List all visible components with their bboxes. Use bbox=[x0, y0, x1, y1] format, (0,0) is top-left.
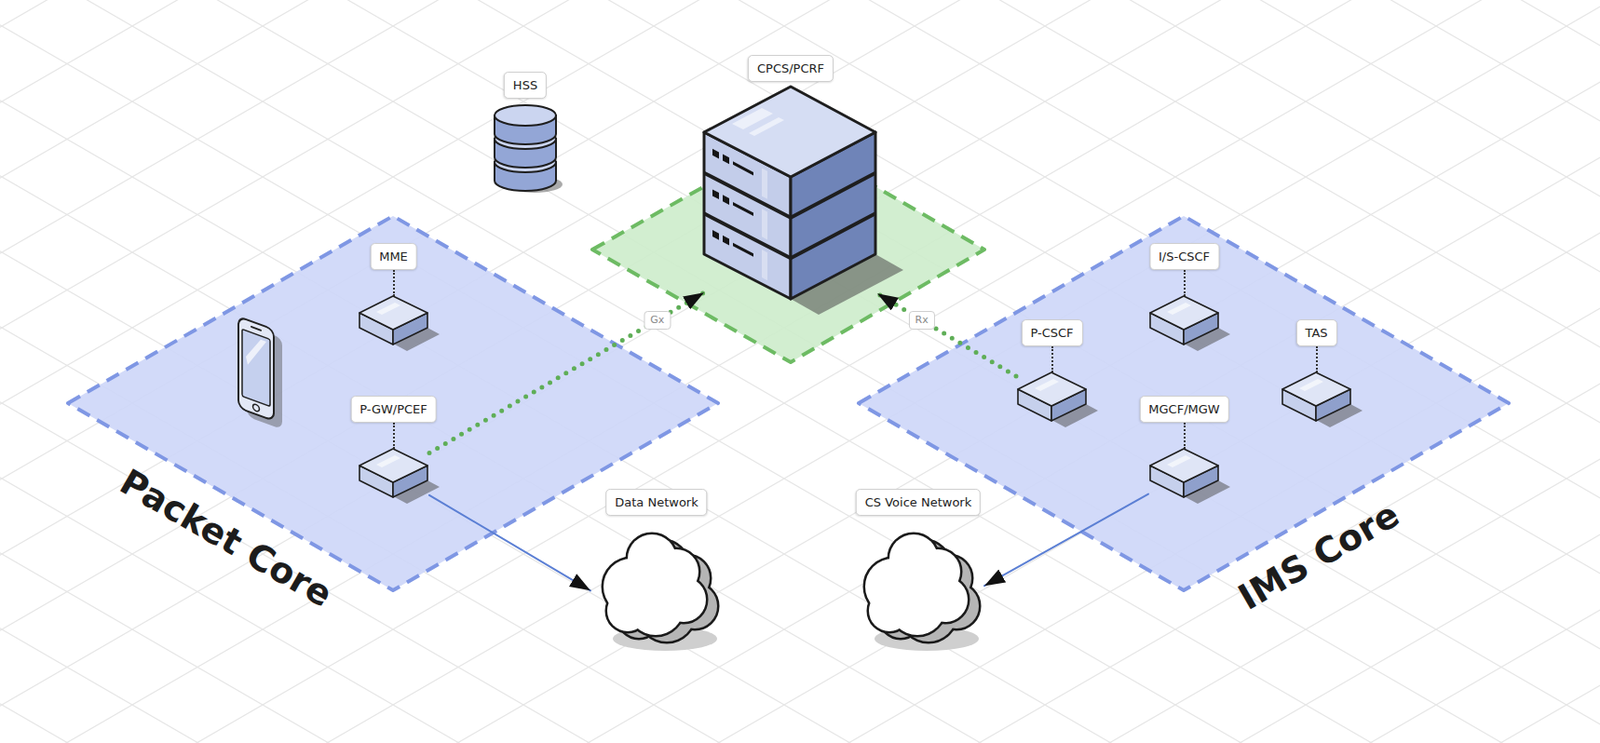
network-function: MGCF/MGW bbox=[1148, 446, 1221, 502]
node-label: P-GW/PCEF bbox=[350, 395, 437, 423]
leader-line bbox=[393, 422, 395, 449]
interface-label: Gx bbox=[643, 311, 671, 330]
box-top bbox=[1150, 296, 1219, 330]
vent bbox=[732, 243, 754, 258]
network-link bbox=[429, 495, 591, 592]
network-cloud: Data Network bbox=[590, 514, 723, 654]
mobile-phone bbox=[238, 316, 283, 430]
shape-outline bbox=[704, 86, 878, 301]
node-label: P-CSCF bbox=[1020, 319, 1083, 347]
db-disk-top bbox=[494, 105, 556, 126]
shape-outline bbox=[1148, 293, 1221, 350]
leader-line bbox=[1183, 270, 1186, 297]
server-stack: CPCS/PCRF bbox=[704, 86, 878, 301]
box-glare bbox=[376, 302, 401, 315]
box-glare bbox=[1166, 302, 1192, 315]
vent bbox=[732, 161, 754, 176]
box-top bbox=[1282, 372, 1351, 407]
shape-outline bbox=[357, 446, 430, 502]
box-glare bbox=[1299, 379, 1324, 392]
zone-outline bbox=[67, 216, 719, 591]
cloud-puff bbox=[868, 590, 910, 632]
cloud-puff bbox=[607, 590, 649, 632]
shape-outline bbox=[590, 514, 723, 654]
shape-outline bbox=[1148, 446, 1221, 502]
leader-line bbox=[393, 270, 395, 297]
vent bbox=[722, 154, 730, 165]
shape-outline bbox=[1016, 369, 1088, 426]
vent bbox=[712, 149, 719, 160]
cloud-layer bbox=[865, 534, 968, 636]
network-cloud: CS Voice Network bbox=[852, 514, 985, 654]
vent bbox=[732, 202, 754, 217]
server-separator bbox=[704, 213, 876, 258]
leader-line bbox=[1183, 422, 1186, 449]
network-zone: I/S-CSCFP-CSCFTASMGCF/MGWIMS Core bbox=[856, 214, 1511, 593]
box-top bbox=[1150, 448, 1219, 483]
zone-outline bbox=[858, 216, 1509, 591]
leader-line bbox=[1051, 346, 1054, 373]
box-top bbox=[359, 296, 428, 330]
interface-label: Rx bbox=[908, 311, 936, 330]
node-label: CPCS/PCRF bbox=[747, 54, 834, 82]
policy-interface bbox=[877, 293, 1017, 377]
vent bbox=[712, 230, 719, 241]
node-label: I/S-CSCF bbox=[1149, 243, 1220, 271]
cloud-layer bbox=[603, 534, 706, 636]
network-link bbox=[984, 494, 1149, 587]
node-label: TAS bbox=[1295, 319, 1337, 347]
node-label: HSS bbox=[503, 71, 547, 99]
vent bbox=[722, 235, 730, 246]
server-top bbox=[704, 86, 876, 177]
box-glare bbox=[1034, 379, 1059, 392]
policy-interface bbox=[429, 292, 705, 453]
server-glare bbox=[748, 117, 785, 136]
box-glare bbox=[1166, 455, 1192, 468]
database-cylinder: HSS bbox=[491, 104, 559, 193]
node-label: Data Network bbox=[605, 488, 707, 516]
leader-line bbox=[1315, 346, 1318, 373]
network-function: P-GW/PCEF bbox=[357, 446, 430, 502]
vent bbox=[712, 189, 719, 200]
network-function: I/S-CSCF bbox=[1148, 293, 1221, 350]
face-glare bbox=[761, 168, 768, 200]
box-glare bbox=[376, 455, 401, 468]
cloud-puff bbox=[868, 590, 910, 632]
shape-outline bbox=[357, 293, 430, 350]
box-top bbox=[359, 448, 428, 483]
server-separator bbox=[704, 173, 876, 218]
node-label: MME bbox=[369, 243, 418, 271]
vent bbox=[722, 194, 730, 205]
node-label: CS Voice Network bbox=[855, 488, 981, 516]
node-label: MGCF/MGW bbox=[1138, 395, 1229, 423]
server-vents bbox=[712, 142, 768, 281]
cloud-puff bbox=[607, 590, 649, 632]
network-function: TAS bbox=[1280, 369, 1353, 426]
box-top bbox=[1017, 372, 1086, 407]
network-function: MME bbox=[357, 293, 430, 350]
shape-outline bbox=[1280, 369, 1353, 426]
shape-outline bbox=[852, 514, 985, 654]
network-zone: MMEP-GW/PCEFPacket Core bbox=[66, 214, 720, 593]
face-glare bbox=[761, 249, 768, 281]
face-glare bbox=[761, 208, 768, 240]
network-function: P-CSCF bbox=[1016, 369, 1088, 426]
shape-outline bbox=[491, 104, 559, 193]
